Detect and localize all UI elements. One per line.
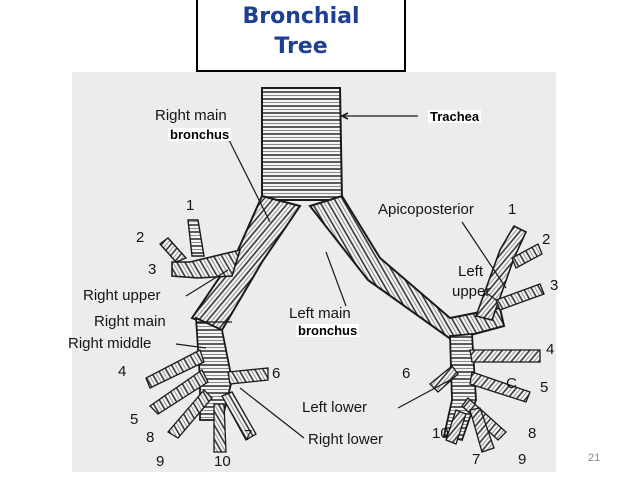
- right-main-bronchus-label: Right main: [155, 107, 227, 124]
- right-upper-label: Right upper: [83, 287, 161, 304]
- left-segment-4-number: 4: [546, 341, 555, 358]
- right-segment-4-number: 4: [118, 363, 127, 380]
- segment-c-label: C: [506, 375, 517, 392]
- left-lower-label: Left lower: [302, 399, 368, 416]
- left-lower-segments: [429, 349, 541, 453]
- right-main-bronchus-overlay-label: bronchus: [168, 127, 232, 142]
- right-segment-2-number: 2: [136, 229, 145, 246]
- left-upper-segments: [495, 243, 545, 311]
- left-upper-label-line-2: upper: [452, 283, 491, 300]
- left-segment-8-number: 8: [528, 425, 537, 442]
- right-segment-5-number: 5: [130, 411, 139, 428]
- left-segment-5-number: 5: [540, 379, 549, 396]
- right-lower-label: Right lower: [308, 431, 384, 448]
- right-upper-branch-shape: [171, 248, 242, 279]
- right-segment-8-number: 8: [146, 429, 155, 446]
- left-main-label: Left main: [289, 305, 351, 322]
- left-segment-6-number: 6: [402, 365, 411, 382]
- left-segment-9-number: 9: [518, 451, 527, 468]
- right-main-label: Right main: [94, 313, 166, 330]
- leader-lines: [175, 112, 507, 439]
- left-segment-1-number: 1: [508, 201, 517, 218]
- right-segment-1-number: 1: [186, 197, 195, 214]
- right-middle-label: Right middle: [68, 335, 152, 352]
- right-segment-6-number: 6: [272, 365, 281, 382]
- title-box: Bronchial Tree: [196, 0, 406, 72]
- right-segment-3-number: 3: [148, 261, 157, 278]
- apicoposterior-label: Apicoposterior: [378, 201, 474, 218]
- left-lower-bronchus-shape: [442, 333, 477, 442]
- left-segment-10-number: 10: [432, 425, 449, 442]
- left-main-bronchus-overlay-label: bronchus: [296, 323, 360, 338]
- right-segment-9-number: 9: [156, 453, 165, 470]
- right-lower-segments: [145, 349, 269, 453]
- page-number: 21: [588, 452, 601, 464]
- right-segment-7-number: 7: [244, 427, 253, 444]
- right-segment-10-number: 10: [214, 453, 231, 470]
- left-segment-2-number: 2: [542, 231, 551, 248]
- right-segment-2-shape: [158, 237, 188, 263]
- right-segment-1-shape: [187, 219, 205, 257]
- left-upper-branch-shape: [474, 224, 528, 321]
- left-segment-7-number: 7: [472, 451, 481, 468]
- trachea-shape: [261, 87, 344, 201]
- trachea-label: Trachea: [428, 109, 482, 124]
- title-line-2: Tree: [274, 34, 328, 59]
- left-upper-label-line-1: Left: [458, 263, 484, 280]
- left-segment-3-number: 3: [550, 277, 559, 294]
- title-line-1: Bronchial: [242, 4, 360, 29]
